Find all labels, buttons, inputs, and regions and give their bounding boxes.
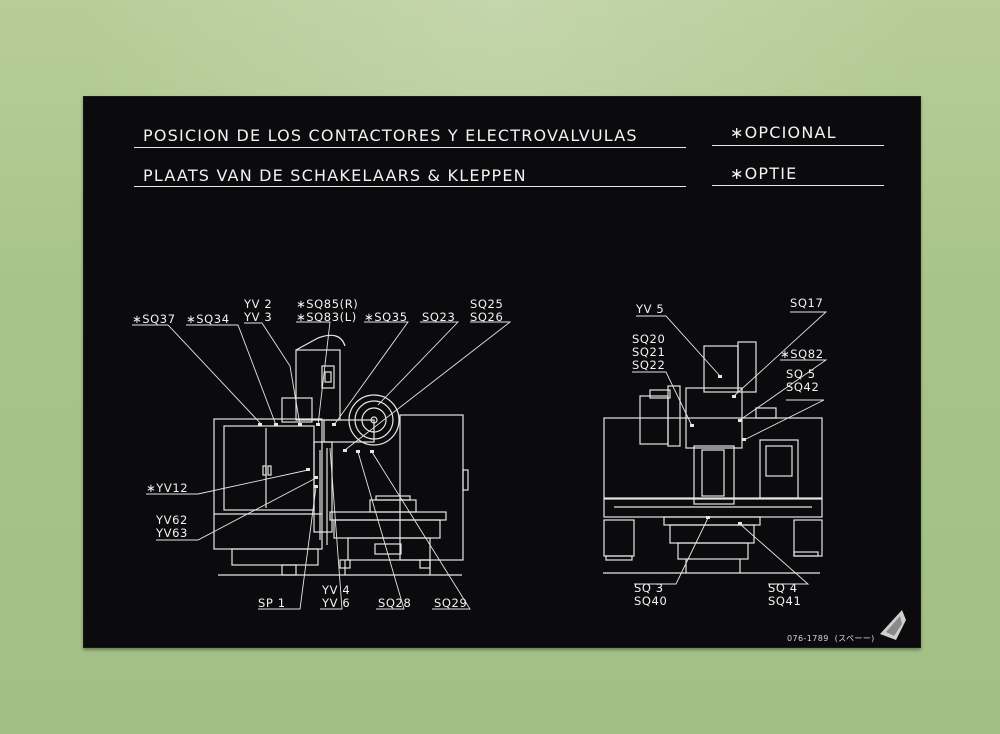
- label-sq35: ∗SQ35: [364, 310, 408, 324]
- part-code: 076-1789 (スペーー): [787, 634, 875, 643]
- title-dutch: PLAATS VAN DE SCHAKELAARS & KLEPPEN: [143, 166, 527, 185]
- label-yv63: YV63: [156, 526, 188, 540]
- label-sq83: ∗SQ83(L): [296, 310, 357, 324]
- label-sq28: SQ28: [378, 596, 412, 610]
- label-sq22: SQ22: [632, 358, 666, 372]
- label-sq23: SQ23: [422, 310, 456, 324]
- label-yv2: YV 2: [244, 297, 273, 311]
- label-sq4: SQ 4: [768, 581, 798, 595]
- label-sq25: SQ25: [470, 297, 504, 311]
- left-machine-drawing: [213, 334, 469, 576]
- title-spanish: POSICION DE LOS CONTACTORES Y ELECTROVAL…: [143, 126, 638, 145]
- label-yv4: YV 4: [322, 583, 351, 597]
- label-sq82: ∗SQ82: [780, 347, 824, 361]
- label-sq26: SQ26: [470, 310, 504, 324]
- label-sq29: SQ29: [434, 596, 468, 610]
- label-sq34: ∗SQ34: [186, 312, 230, 326]
- label-yv12: ∗YV12: [146, 481, 189, 495]
- label-sq17: SQ17: [790, 296, 824, 310]
- label-sq20: SQ20: [632, 332, 666, 346]
- right-leader-lines: [632, 311, 828, 585]
- label-sq40: SQ40: [634, 594, 668, 608]
- label-yv62: YV62: [156, 513, 188, 527]
- optional-note-spanish: ∗OPCIONAL: [730, 123, 837, 142]
- label-sq3: SQ 3: [634, 581, 664, 595]
- label-sq41: SQ41: [768, 594, 802, 608]
- label-yv5: YV 5: [636, 302, 665, 316]
- optional-note-dutch: ∗OPTIE: [730, 164, 798, 183]
- right-machine-drawing: [603, 341, 823, 574]
- label-sq5: SQ 5: [786, 367, 816, 381]
- label-sq21: SQ21: [632, 345, 666, 359]
- label-yv3: YV 3: [244, 310, 273, 324]
- label-sp1: SP 1: [258, 596, 286, 610]
- sensor-markers: [258, 375, 746, 525]
- peeling-corner: [880, 610, 906, 640]
- left-leader-lines: [132, 321, 512, 610]
- optional-note-spanish-underline: [712, 145, 884, 146]
- label-plate: [83, 96, 921, 648]
- optional-note-dutch-underline: [712, 185, 884, 186]
- label-sq37: ∗SQ37: [132, 312, 176, 326]
- label-sq85: ∗SQ85(R): [296, 297, 359, 311]
- title-spanish-underline: [134, 147, 686, 148]
- label-yv6: YV 6: [322, 596, 351, 610]
- title-dutch-underline: [134, 186, 686, 187]
- label-sq42: SQ42: [786, 380, 820, 394]
